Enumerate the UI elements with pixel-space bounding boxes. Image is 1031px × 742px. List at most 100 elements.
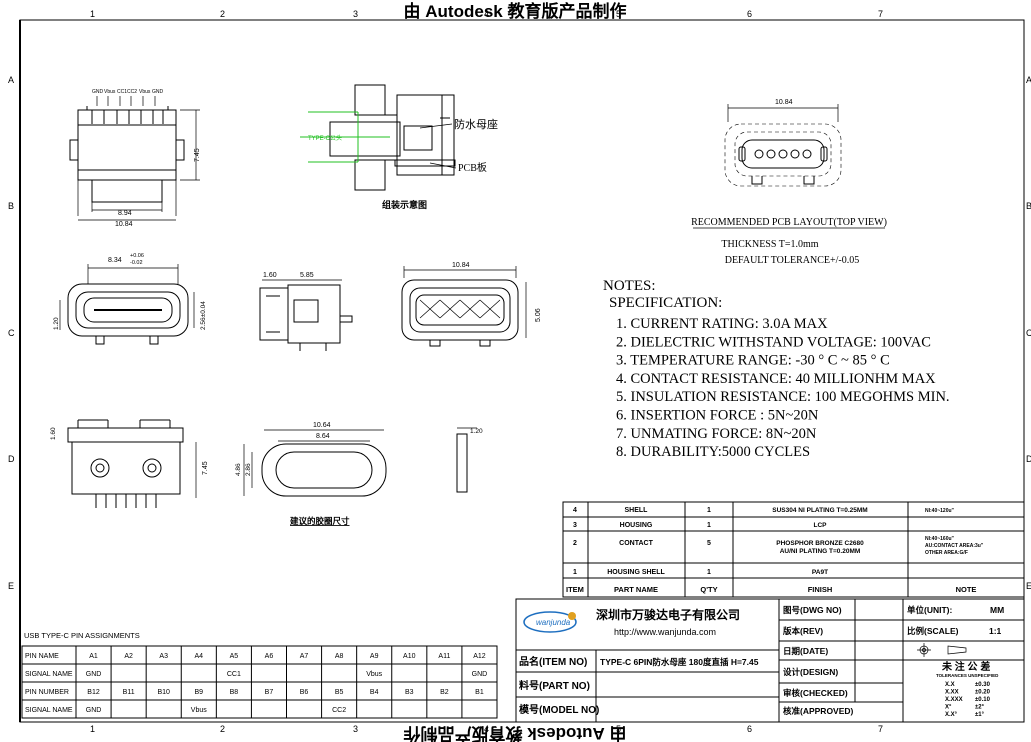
tol-value: ±1° (975, 712, 985, 718)
rev-label: 版本(REV) (782, 626, 823, 636)
zone-col-top: 3 (353, 9, 358, 19)
bom-item: 1 (573, 569, 577, 576)
bom-header-part: PART NAME (614, 585, 658, 594)
bom-note-2: AU:CONTACT AREA:3u" (925, 543, 984, 549)
pin-label-gnd: GND (92, 89, 104, 95)
pin-cell: B12 (87, 689, 100, 696)
spec-item: 6. INSERTION FORCE : 5N~20N (616, 408, 819, 424)
pin-cell: A4 (195, 653, 204, 660)
receptacle-label: 防水母座 (454, 117, 498, 131)
company-url: http://www.wanjunda.com (614, 627, 716, 637)
pin-cell: A2 (124, 653, 133, 660)
front-dim-width: 8.34 (108, 257, 122, 264)
tol-subtitle: TOLERANCES UNSPECIFIED (936, 673, 999, 678)
unit-label: 单位(UNIT): (907, 605, 952, 615)
bom-finish-2: AU/NI PLATING T=0.20MM (780, 548, 861, 555)
spec-item: 3. TEMPERATURE RANGE: -30 ° C ~ 85 ° C (616, 353, 890, 369)
end-dim-height: 5.06 (535, 308, 542, 322)
zone-row-right: D (1026, 454, 1031, 464)
bom-part-name: CONTACT (619, 540, 653, 547)
pin-cell: A8 (335, 653, 344, 660)
pin-row-label: SIGNAL NAME (25, 671, 73, 678)
zone-row-right: C (1026, 328, 1031, 338)
pin-cell: B4 (370, 689, 379, 696)
zone-row-left: B (8, 201, 14, 211)
cutout-caption: 建议的胶圈尺寸 (289, 516, 350, 526)
pin-cell: B1 (475, 689, 484, 696)
tol-key: X° (945, 705, 952, 711)
zone-col-bottom: 4 (484, 724, 489, 734)
part-no-label: 料号(PART NO) (519, 679, 590, 692)
pin-cell: Vbus (191, 707, 207, 714)
zone-row-right: B (1026, 201, 1031, 211)
pin-label-cc1: CC1 (117, 89, 127, 95)
tol-value: ±2° (975, 705, 985, 711)
zone-col-top: 5 (616, 9, 621, 19)
zone-col-bottom: 6 (747, 724, 752, 734)
date-label: 日期(DATE) (783, 646, 828, 656)
side-dim-a: 1.60 (263, 272, 277, 279)
pin-cell: GND (472, 671, 488, 678)
assembly-view: TYPE-C公头 防水母座 PCB板 组装示意图 (300, 84, 498, 210)
pin-cell: B8 (230, 689, 239, 696)
zone-row-left: C (8, 328, 15, 338)
tol-title: 未 注 公 差 (941, 660, 990, 673)
dwg-no-label: 图号(DWG NO) (783, 605, 842, 615)
bom-item: 3 (573, 522, 577, 529)
tol-key: X.XX (945, 690, 959, 696)
top-dim-height: 7.45 (194, 148, 201, 162)
front-dim-right: 2.56±0.04 (200, 301, 207, 330)
zone-col-bottom: 1 (90, 724, 95, 734)
pin-label-cc2: CC2 (127, 89, 137, 95)
side-view: 1.60 5.85 (259, 272, 353, 351)
bottom-dim-height: 7.45 (202, 461, 209, 475)
pin-cell: B10 (157, 689, 170, 696)
bom-note: NI:40~160u" (925, 536, 955, 542)
pin-cell: B2 (440, 689, 449, 696)
cutout-dim-a: 4.86 (235, 463, 242, 476)
zone-col-bottom: 3 (353, 724, 358, 734)
end-view: 10.84 5.06 (401, 262, 542, 347)
front-view: 8.34 +0.06 -0.02 1.20 2.56±0.04 (53, 253, 207, 345)
pin-cell: B3 (405, 689, 414, 696)
bom-part-name: SHELL (625, 507, 649, 514)
model-no-label: 模号(MODEL NO) (519, 703, 599, 716)
zone-row-right: A (1026, 75, 1031, 85)
bom-part-name: HOUSING SHELL (607, 569, 665, 576)
pin-cell: A10 (403, 653, 416, 660)
pcb-dim-width: 10.84 (775, 99, 793, 106)
pin-cell: B9 (195, 689, 204, 696)
bom-qty: 5 (707, 540, 711, 547)
cutout-dim-outer: 10.64 (313, 422, 331, 429)
end-dim-width: 10.84 (452, 262, 470, 269)
bom-header-note: NOTE (956, 585, 977, 594)
side-dim-b: 5.85 (300, 272, 314, 279)
pin-table-title: USB TYPE-C PIN ASSIGNMENTS (24, 631, 140, 640)
bom-note: NI:40~120u" (925, 508, 955, 514)
spec-item: 2. DIELECTRIC WITHSTAND VOLTAGE: 100VAC (616, 334, 931, 350)
front-dim-left: 1.20 (53, 317, 60, 330)
pin-cell: CC2 (332, 707, 346, 714)
logo-text: wanjunda (536, 618, 571, 627)
zone-col-bottom: 5 (616, 724, 621, 734)
zone-col-bottom: 7 (878, 724, 883, 734)
bom-qty: 1 (707, 507, 711, 514)
zone-row-right: E (1026, 581, 1031, 591)
item-no-label: 品名(ITEM NO) (519, 655, 587, 668)
pin-row-label: PIN NAME (25, 653, 59, 660)
tol-value: ±0.30 (975, 682, 991, 688)
front-tol-plus: +0.06 (130, 253, 144, 259)
panel-cutout: 10.64 8.64 4.86 2.86 建议的胶圈尺寸 (235, 422, 387, 526)
top-dim-inner-width: 8.94 (118, 210, 132, 217)
pin-row-label: PIN NUMBER (25, 689, 69, 696)
projection-symbol (917, 643, 967, 657)
bom-qty: 1 (707, 522, 711, 529)
zone-row-left: A (8, 75, 14, 85)
scale-value: 1:1 (989, 626, 1002, 636)
pcb-layout-title: RECOMMENDED PCB LAYOUT(TOP VIEW) (691, 217, 887, 228)
cutout-dim-b: 2.86 (245, 463, 252, 476)
approved-label: 核准(APPROVED) (783, 706, 854, 716)
pin-cell: A7 (300, 653, 309, 660)
pin-label-vbus-2: Vbus (139, 89, 151, 95)
gasket-profile: 1.20 (456, 427, 483, 493)
